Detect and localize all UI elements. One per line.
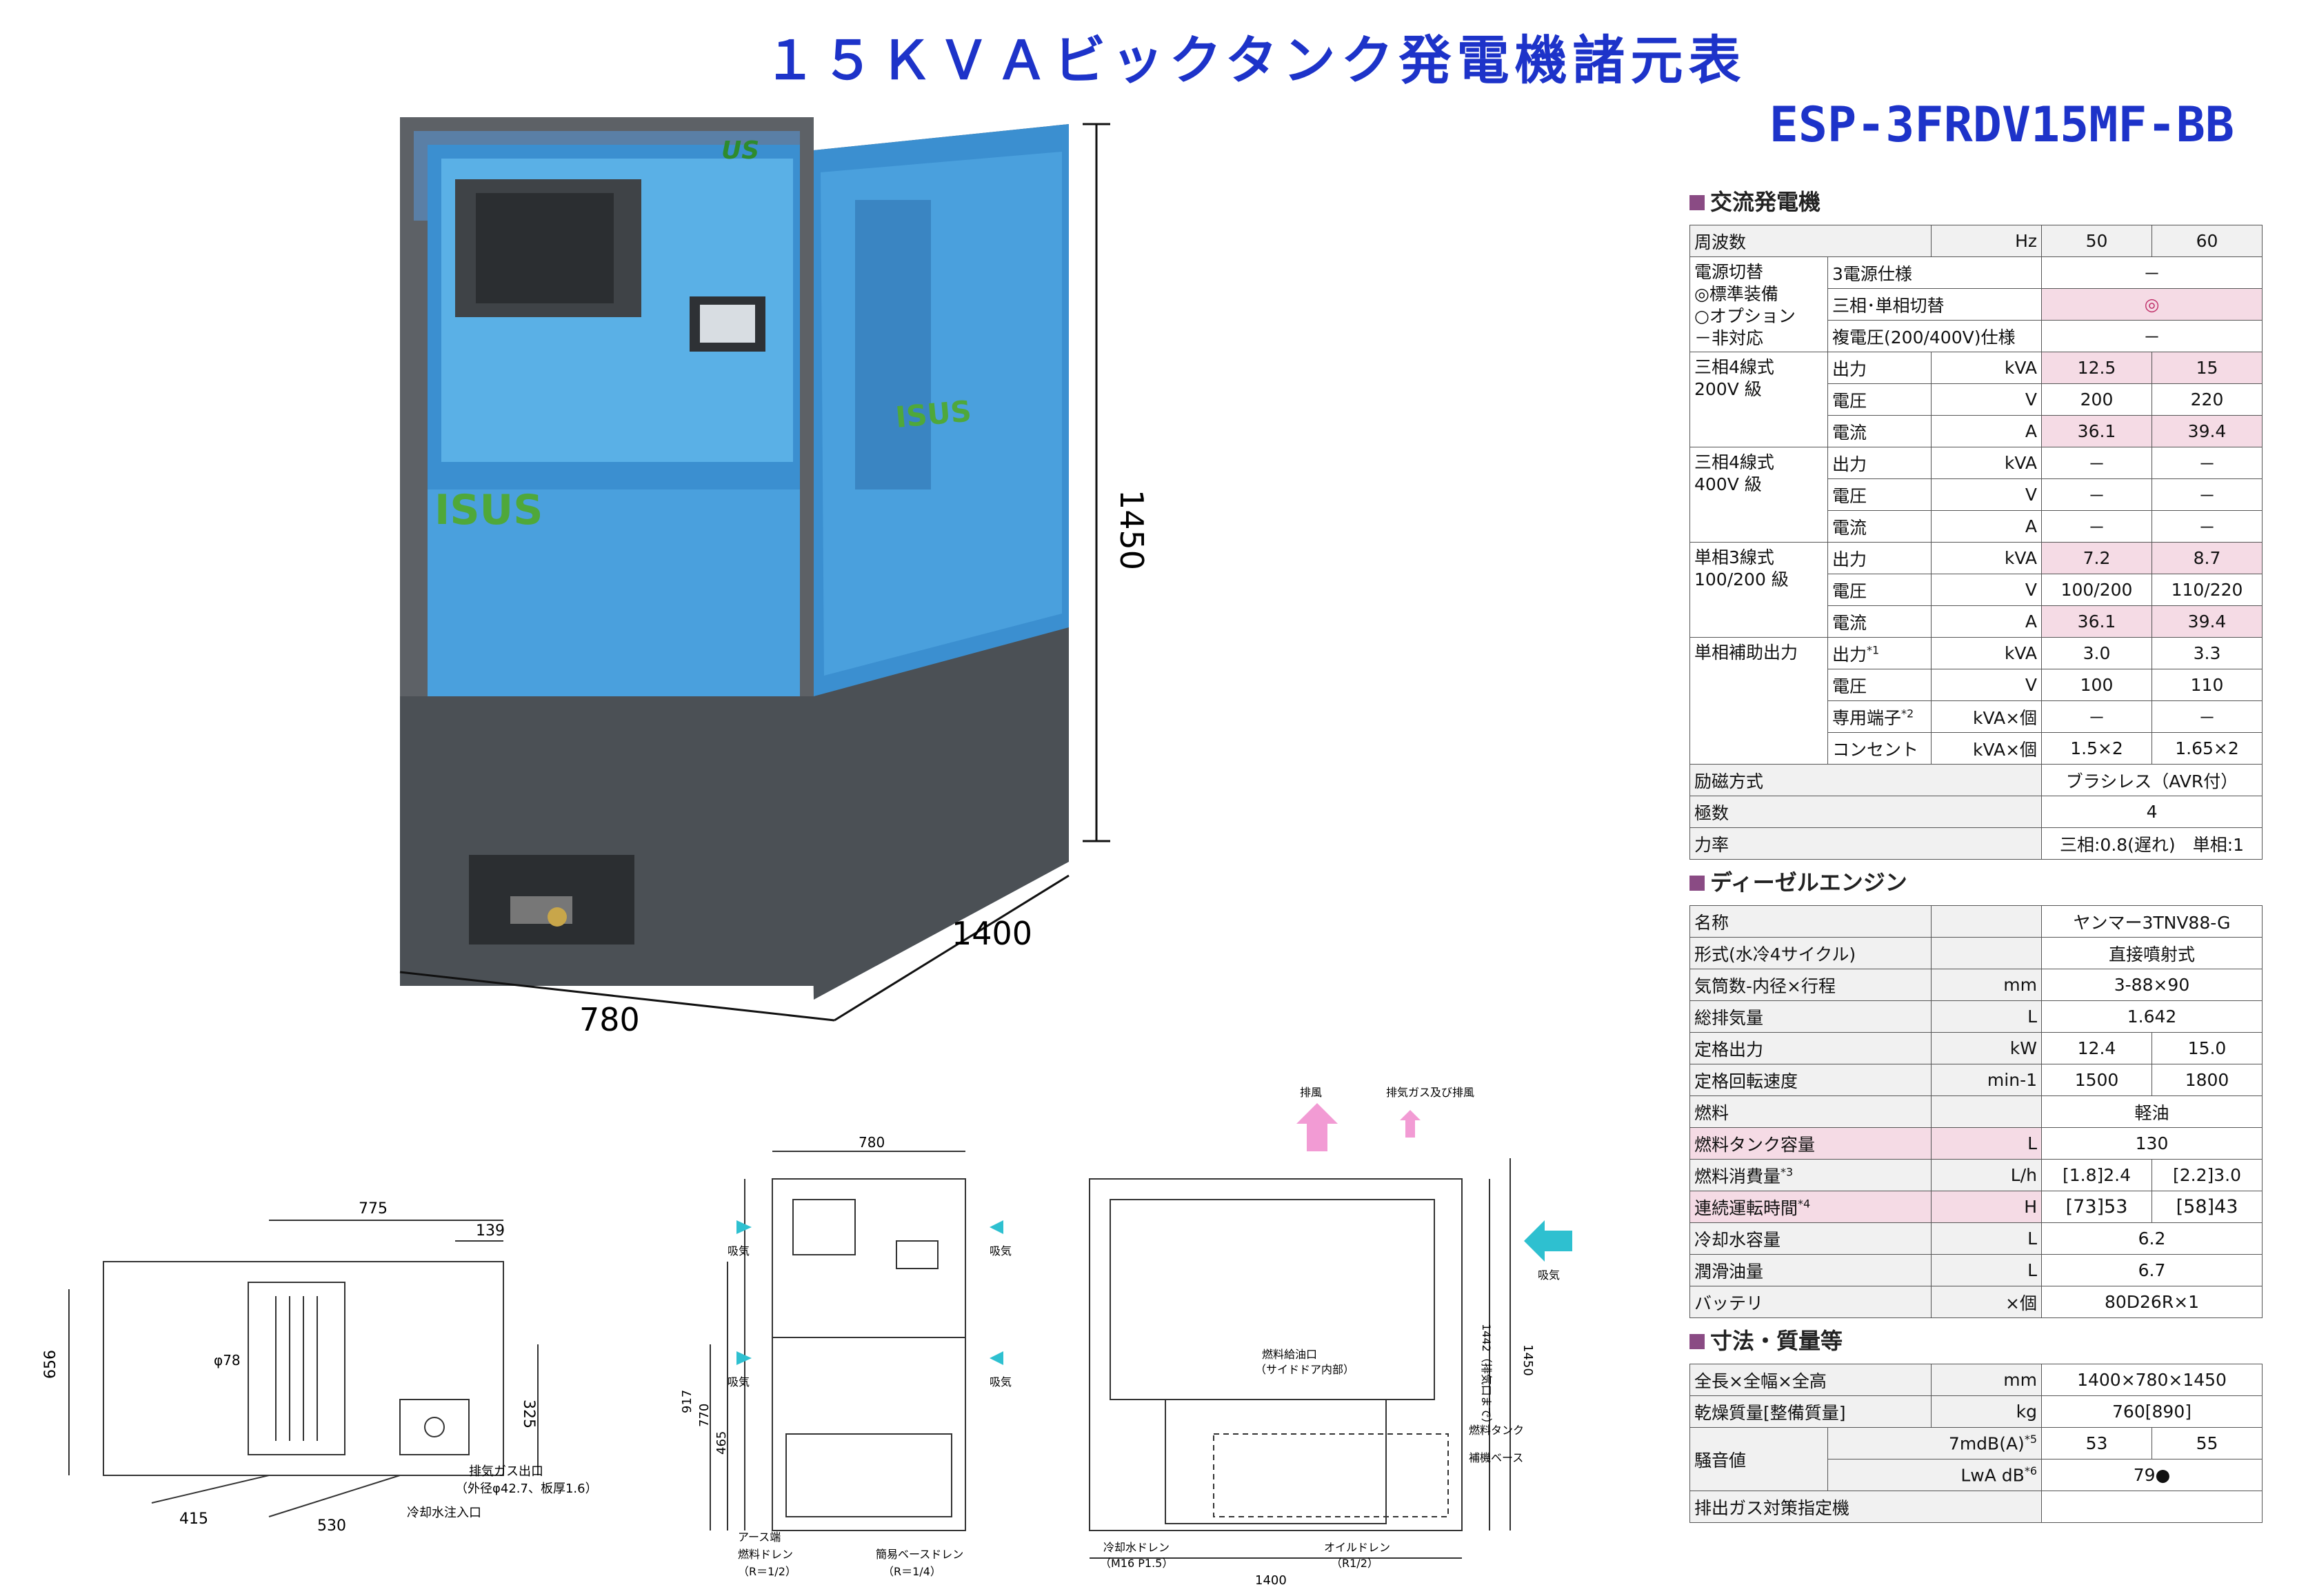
dim-depth: 1400 xyxy=(952,915,1032,952)
table-row: 名称ヤンマー3TNV88-G xyxy=(1689,905,2263,938)
dim-917: 917 xyxy=(680,1390,694,1413)
dim-1442: 1442（排気口まで） xyxy=(1480,1324,1493,1429)
spec-table-engine: 名称ヤンマー3TNV88-G 形式(水冷4サイクル)直接噴射式 気筒数-内径×行… xyxy=(1689,905,2263,1318)
dim-530: 530 xyxy=(317,1517,346,1535)
label-fuel-drain-sub: （R＝1/2） xyxy=(738,1565,796,1578)
table-row: 励磁方式 ブラシレス（AVR付） xyxy=(1689,764,2263,796)
label-intake-4: 吸気 xyxy=(990,1375,1012,1388)
dim-465: 465 xyxy=(714,1431,729,1455)
spec-panel: 交流発電機 周波数 Hz 50 60 電源切替 ◎標準装備 ○オプション －非対… xyxy=(1689,179,2263,1523)
table-row: 燃料軽油 xyxy=(1689,1095,2263,1128)
spec-table-generator: 周波数 Hz 50 60 電源切替 ◎標準装備 ○オプション －非対応 3電源仕… xyxy=(1689,225,2263,860)
logo-front: ISUS xyxy=(434,486,543,534)
logo-side: ISUS xyxy=(894,394,973,434)
label-intake-1: 吸気 xyxy=(728,1244,750,1257)
dim-1400: 1400 xyxy=(1255,1573,1287,1588)
dim-width: 780 xyxy=(579,1001,640,1034)
label-intake-2: 吸気 xyxy=(990,1244,1012,1257)
table-row: LwA dB*6 79● xyxy=(1690,1459,2263,1491)
table-row: 力率 三相:0.8(遅れ) 単相:1 xyxy=(1689,827,2263,860)
label-coolant-drain-sub: （M16 P1.5） xyxy=(1100,1557,1173,1570)
dim-415: 415 xyxy=(179,1511,208,1528)
label-exhaust-gas: 排気ガス及び排風 xyxy=(1386,1086,1474,1099)
label-exhaust: 排気ガス出口 xyxy=(469,1464,543,1479)
table-row: 電源切替 ◎標準装備 ○オプション －非対応 3電源仕様 － xyxy=(1689,256,2263,352)
drawing-side-view: 排風 排気ガス及び排風 吸気 燃料給油口 （サイドドア内部） 燃料タンク 補機ベ… xyxy=(1089,1086,1572,1588)
table-row: 複電圧(200/400V)仕様 － xyxy=(1690,320,2263,352)
label-exhaust-air: 排風 xyxy=(1300,1086,1322,1099)
section-engine: ディーゼルエンジン xyxy=(1689,860,2262,905)
dim-139: 139 xyxy=(476,1222,505,1240)
label-oil-drain-sub: （R1/2） xyxy=(1331,1557,1378,1570)
model-number: ESP-3FRDV15MF-BB xyxy=(1769,97,2234,153)
dim-phi: φ78 xyxy=(214,1352,241,1368)
table-row: 三相･単相切替 ◎ xyxy=(1690,288,2263,321)
dim-325: 325 xyxy=(520,1400,537,1428)
section-generator: 交流発電機 xyxy=(1689,179,2262,225)
dim-1450: 1450 xyxy=(1521,1344,1535,1376)
dim-775: 775 xyxy=(359,1200,388,1218)
label-base: 補機ベース xyxy=(1469,1451,1523,1464)
dim-780: 780 xyxy=(859,1134,885,1151)
label-fuel-port: 燃料給油口 xyxy=(1262,1348,1317,1361)
logo-top: US xyxy=(721,137,759,165)
page-title: １５ＫＶＡビックタンク発電機諸元表 xyxy=(763,30,1747,91)
dim-770: 770 xyxy=(697,1404,712,1427)
drawing-front-view: 780 917 770 465 吸気 吸気 吸気 吸気 アース端 燃料ドレン （… xyxy=(680,1134,1012,1578)
label-coolant-drain: 冷却水ドレン xyxy=(1103,1541,1170,1554)
dim-height: 1450 xyxy=(1113,489,1150,570)
section-dimensions: 寸法・質量等 xyxy=(1689,1318,2262,1364)
label-fuel-drain: 燃料ドレン xyxy=(738,1548,793,1561)
table-row: 排出ガス対策指定機 xyxy=(1689,1491,2263,1523)
label-base-drain-sub: （R＝1/4） xyxy=(883,1565,941,1578)
label-fuel-port-sub: （サイドドア内部） xyxy=(1255,1363,1354,1376)
table-row: 形式(水冷4サイクル)直接噴射式 xyxy=(1689,937,2263,969)
label-intake-side: 吸気 xyxy=(1538,1269,1560,1282)
label-oil-drain: オイルドレン xyxy=(1324,1541,1390,1554)
table-row: 極数 4 xyxy=(1689,796,2263,828)
dim-656: 656 xyxy=(42,1350,59,1379)
label-fuel-tank: 燃料タンク xyxy=(1469,1424,1524,1437)
label-coolant: 冷却水注入口 xyxy=(407,1506,481,1520)
table-row: 周波数 Hz 50 60 xyxy=(1689,225,2263,257)
generator-photo: US ISUS ISUS 1450 1400 780 xyxy=(399,117,1150,1034)
label-intake-3: 吸気 xyxy=(728,1375,750,1388)
label-base-drain: 簡易ベースドレン xyxy=(876,1548,963,1561)
label-exhaust-sub: （外径φ42.7、板厚1.6） xyxy=(455,1482,598,1496)
drawing-top-view: 775 139 656 325 415 530 φ78 排気ガス出口 （外径φ4… xyxy=(42,1200,598,1535)
label-earth: アース端 xyxy=(738,1531,781,1544)
